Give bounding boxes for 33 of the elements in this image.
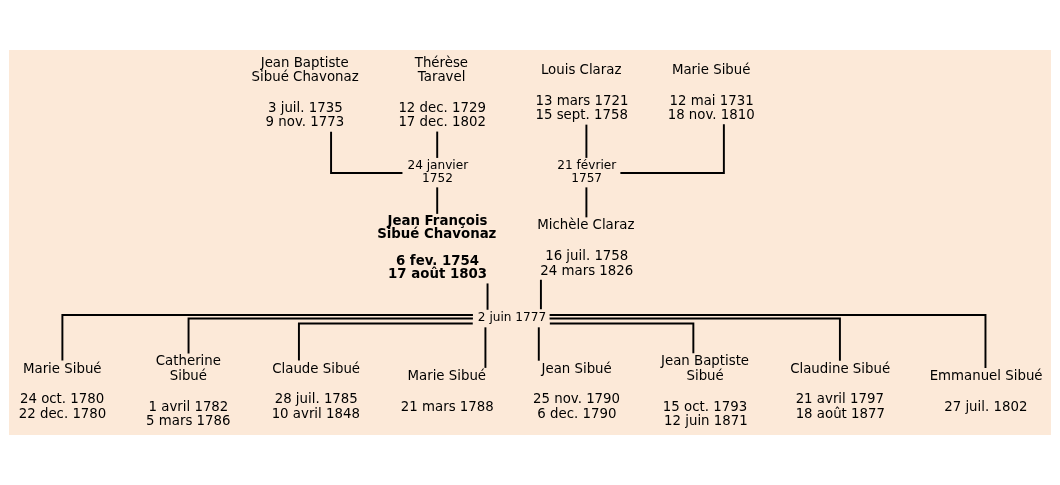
node-text: Louis Claraz 13 mars 1721 15 sept. 1758 [535, 62, 629, 123]
connector [619, 123, 725, 174]
node-text: 21 février 1757 [557, 158, 617, 186]
connector [539, 278, 542, 311]
connector [187, 317, 474, 355]
connector [484, 326, 487, 369]
connector [537, 326, 540, 362]
node-text: Emmanuel Sibué 27 juil. 1802 [929, 367, 1043, 414]
node-text: Jean Baptiste Sibué 15 oct. 1793 12 juin 1871 [661, 353, 750, 429]
node-text: 2 juin 1777 [477, 310, 547, 325]
node-text: Marie Sibué 24 oct. 1780 22 dec. 1780 [18, 360, 107, 421]
connector [548, 322, 695, 355]
node-text: Thérèse Taravel 12 dec. 1729 17 dec. 1802 [398, 54, 486, 130]
connector [297, 322, 474, 362]
connector [486, 282, 489, 311]
connector [548, 313, 987, 369]
node-text: Michèle Claraz 16 juil. 1758 24 mars 1826 [537, 217, 635, 278]
node-text: Catherine Sibué 1 avril 1782 5 mars 1786 [146, 353, 231, 429]
node-text: Claude Sibué 28 juil. 1785 10 avril 1848 [271, 360, 361, 421]
connector [548, 317, 841, 362]
node-text: Marie Sibué 21 mars 1788 [400, 367, 494, 414]
connector [585, 186, 588, 219]
connector [61, 313, 474, 362]
node-text: Claudine Sibué 21 avril 1797 18 août 1877 [790, 360, 891, 421]
node-text: 24 janvier 1752 [407, 158, 469, 186]
node-text: Jean Sibué 25 nov. 1790 6 dec. 1790 [533, 360, 621, 421]
connector [585, 123, 588, 159]
node-text: Marie Sibué 12 mai 1731 18 nov. 1810 [667, 62, 755, 123]
connector [436, 130, 439, 159]
node-text: Jean François Sibué Chavonaz 6 fev. 1754 17 août 1803 [377, 212, 497, 282]
connector [330, 130, 404, 174]
connector [436, 186, 439, 215]
node-text: Jean Baptiste Sibué Chavonaz 3 juil. 1735 9 nov. 1773 [251, 54, 359, 130]
